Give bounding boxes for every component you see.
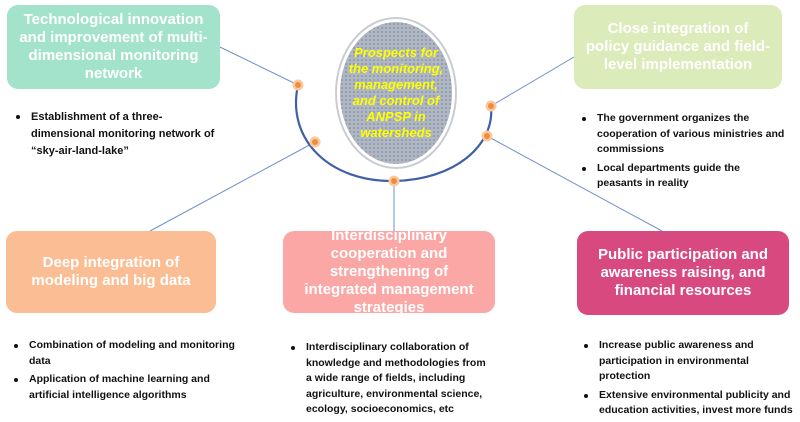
list-item: The government organizes the cooperation… (576, 111, 786, 158)
connector-dot-bl (309, 136, 321, 148)
connector-line-bl (149, 141, 316, 232)
list-item: Combination of modeling and monitoring d… (8, 338, 238, 369)
bullet-list-modeling-big-data: Combination of modeling and monitoring d… (8, 338, 238, 406)
connector-dot-br (481, 130, 493, 142)
list-item: Application of machine learning and arti… (8, 372, 238, 403)
connector-line-tr (490, 56, 575, 107)
list-item: Local departments guide the peasants in … (576, 161, 786, 192)
list-item: Increase public awareness and participat… (578, 338, 793, 385)
connector-line-br (486, 135, 663, 232)
bullet-list-public-participation: Increase public awareness and participat… (578, 338, 793, 422)
connector-dot-bc (388, 175, 400, 187)
bullet-list-policy-guidance: The government organizes the cooperation… (576, 111, 786, 195)
node-box-interdisciplinary: Interdisciplinary cooperation and streng… (283, 227, 495, 316)
connector-dot-tl (292, 79, 304, 91)
node-box-policy-guidance: Close integration of policy guidance and… (574, 5, 782, 89)
center-topic: Prospects for the monitoring, management… (337, 19, 455, 167)
bullet-list-interdisciplinary: Interdisciplinary collaboration of knowl… (285, 340, 490, 421)
node-box-modeling-big-data: Deep integration of modeling and big dat… (6, 231, 216, 313)
node-box-public-participation: Public participation and awareness raisi… (577, 231, 789, 315)
node-box-monitoring-network: Technological innovation and improvement… (7, 5, 220, 89)
bullet-list-monitoring-network: Establishment of a three-dimensional mon… (10, 109, 220, 163)
list-item: Extensive environmental publicity and ed… (578, 388, 793, 419)
connector-dot-tr (485, 100, 497, 112)
list-item: Interdisciplinary collaboration of knowl… (285, 340, 490, 418)
list-item: Establishment of a three-dimensional mon… (10, 109, 220, 160)
connector-line-tl (219, 46, 299, 86)
